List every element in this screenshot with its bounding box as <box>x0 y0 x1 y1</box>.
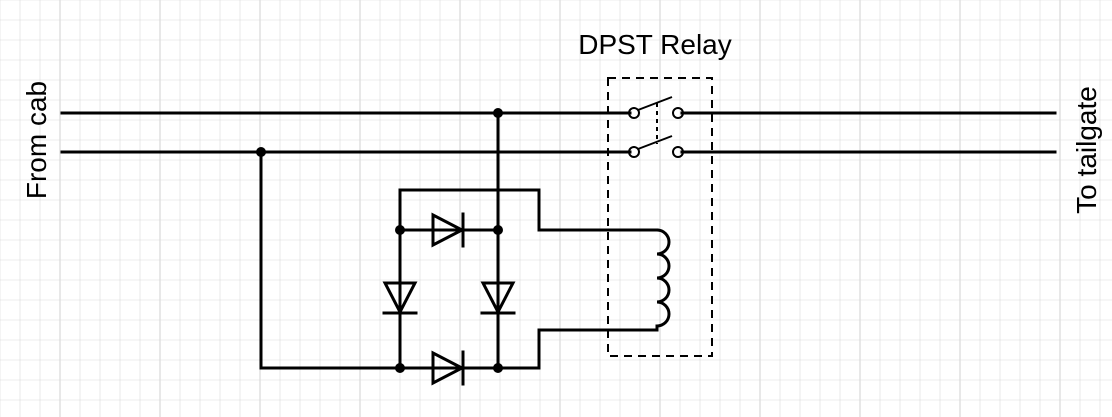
label-to-tailgate: To tailgate <box>1071 86 1102 214</box>
wire-bridge-right-bottom <box>496 328 622 370</box>
relay-coil <box>618 228 671 332</box>
relay-switch-1 <box>628 96 684 119</box>
junction-dot <box>493 108 503 118</box>
junction-dot <box>493 363 503 373</box>
junction-dot <box>395 363 405 373</box>
diode-top <box>431 212 466 248</box>
diode-left <box>382 281 418 316</box>
wire-bridge-top <box>398 188 622 370</box>
relay-box <box>607 77 713 357</box>
junction-dots <box>256 108 503 373</box>
diode-right <box>480 281 516 316</box>
label-from-cab: From cab <box>21 81 52 199</box>
junction-dot <box>256 147 266 157</box>
diode-bottom <box>431 350 466 386</box>
wire-left-return <box>259 150 402 370</box>
junction-dot <box>395 225 405 235</box>
label-dpst-relay: DPST Relay <box>578 29 732 60</box>
relay-switch-2 <box>628 135 684 158</box>
junction-dot <box>493 225 503 235</box>
